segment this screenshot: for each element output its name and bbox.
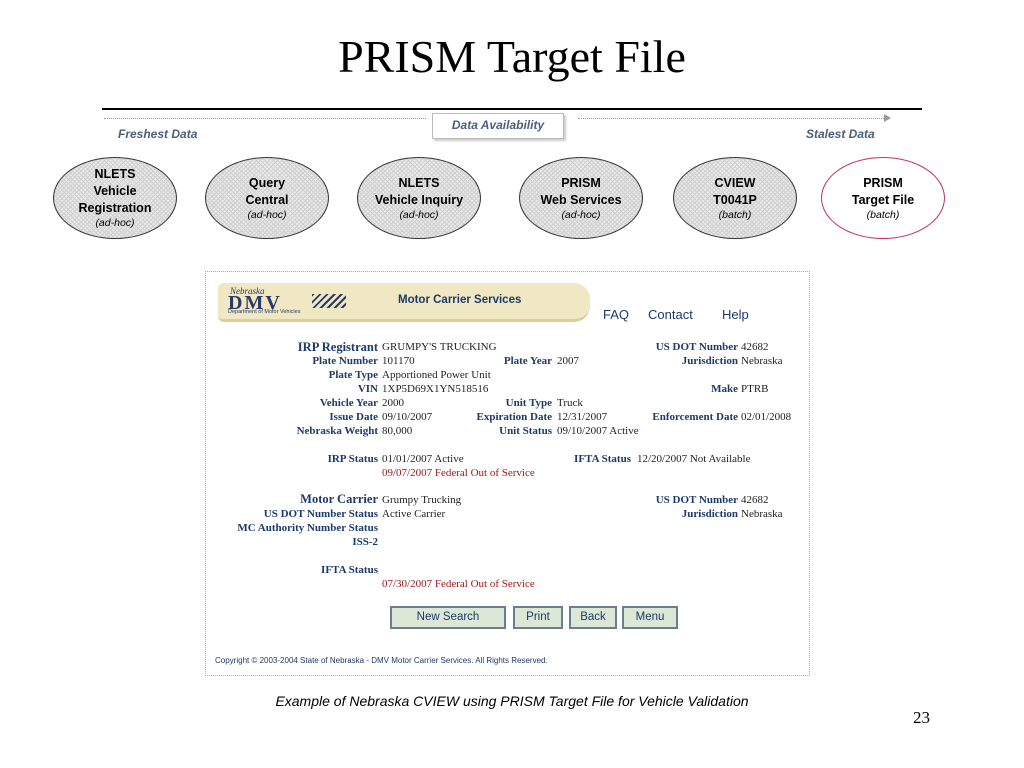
enforcement-date-label: Enforcement Date <box>652 411 738 423</box>
irp-status-alert: 09/07/2007 Federal Out of Service <box>382 467 535 479</box>
make-label: Make <box>711 383 738 395</box>
source-name: PRISM Web Services <box>540 175 622 207</box>
source-mode: (batch) <box>718 208 752 221</box>
make-value: PTRB <box>741 383 769 395</box>
source-name: CVIEW T0041P <box>713 175 757 207</box>
irp-status-label: IRP Status <box>327 453 378 465</box>
nebraska-weight-label: Nebraska Weight <box>296 425 378 437</box>
source-mode: (ad-hoc) <box>561 208 601 221</box>
iss2-label: ISS-2 <box>352 536 378 548</box>
ifta-status-label: IFTA Status <box>321 564 378 576</box>
irp-registrant-value: GRUMPY'S TRUCKING <box>382 341 497 353</box>
title-rule <box>102 108 922 110</box>
source-mode: (batch) <box>866 208 900 221</box>
data-availability-label: Data Availability <box>432 113 564 139</box>
new-search-button[interactable]: New Search <box>390 606 506 629</box>
mc-authority-number-status-label: MC Authority Number Status <box>237 522 378 534</box>
source-nlets-vehicle-registration: NLETS Vehicle Registration (ad-hoc) <box>53 157 177 239</box>
motor-carrier-value: Grumpy Trucking <box>382 494 462 506</box>
banner-title: Motor Carrier Services <box>398 294 522 306</box>
availability-line-right <box>578 118 886 119</box>
menu-button[interactable]: Menu <box>622 606 678 629</box>
dmv-logo-text: DMV <box>228 292 282 314</box>
us-dot-number-label: US DOT Number <box>655 341 738 353</box>
slide-title: PRISM Target File <box>338 31 686 82</box>
irp-registrant-label: IRP Registrant <box>297 340 378 354</box>
vehicle-year-label: Vehicle Year <box>319 397 378 409</box>
plate-type-label: Plate Type <box>328 369 378 381</box>
dmv-logo-dept: Department of Motor Vehicles <box>228 309 301 315</box>
unit-status-label: Unit Status <box>499 425 552 437</box>
unit-type-value: Truck <box>557 397 583 409</box>
irp-status-value: 01/01/2007 Active <box>382 453 464 465</box>
dmv-logo-stripes <box>312 294 346 308</box>
dmv-banner <box>218 283 590 322</box>
source-nlets-vehicle-inquiry: NLETS Vehicle Inquiry (ad-hoc) <box>357 157 481 239</box>
vin-value: 1XP5D69X1YN518516 <box>382 383 489 395</box>
expiration-date-label: Expiration Date <box>476 411 552 423</box>
freshest-data-label: Freshest Data <box>118 127 198 141</box>
source-query-central: Query Central (ad-hoc) <box>205 157 329 239</box>
motor-carrier-label: Motor Carrier <box>300 492 378 506</box>
plate-type-value: Apportioned Power Unit <box>382 369 491 381</box>
cview-screenshot-frame <box>205 271 810 676</box>
slide-caption: Example of Nebraska CVIEW using PRISM Ta… <box>275 693 749 709</box>
us-dot-number-status-label: US DOT Number Status <box>263 508 378 520</box>
plate-number-label: Plate Number <box>312 355 378 367</box>
issue-date-value: 09/10/2007 <box>382 411 433 423</box>
source-name: PRISM Target File <box>851 175 915 207</box>
expiration-date-value: 12/31/2007 <box>557 411 608 423</box>
us-dot-number-status-value: Active Carrier <box>382 508 446 520</box>
source-name: NLETS Vehicle Inquiry <box>374 175 464 207</box>
carrier-jurisdiction-label: Jurisdiction <box>681 508 738 520</box>
source-mode: (ad-hoc) <box>95 217 135 229</box>
copyright-text: Copyright © 2003-2004 State of Nebraska … <box>215 656 548 665</box>
print-button[interactable]: Print <box>513 606 563 629</box>
carrier-jurisdiction-value: Nebraska <box>741 508 783 520</box>
source-prism-web-services: PRISM Web Services (ad-hoc) <box>519 157 643 239</box>
availability-line-left <box>104 118 426 119</box>
plate-year-value: 2007 <box>557 355 579 367</box>
unit-status-value: 09/10/2007 Active <box>557 425 639 437</box>
plate-number-value: 101170 <box>382 355 415 367</box>
plate-year-label: Plate Year <box>503 355 552 367</box>
enforcement-date-value: 02/01/2008 <box>741 411 792 423</box>
back-button[interactable]: Back <box>569 606 617 629</box>
arrow-right-icon <box>884 114 891 122</box>
unit-type-label: Unit Type <box>505 397 552 409</box>
ifta-status-top-label: IFTA Status <box>574 453 631 465</box>
source-mode: (ad-hoc) <box>247 208 287 221</box>
vin-label: VIN <box>357 383 378 395</box>
dmv-logo: Nebraska DMV Department of Motor Vehicle… <box>226 286 348 316</box>
source-cview-t0041p: CVIEW T0041P (batch) <box>673 157 797 239</box>
ifta-status-alert: 07/30/2007 Federal Out of Service <box>382 578 535 590</box>
source-name: NLETS Vehicle Registration <box>78 167 152 215</box>
dmv-logo-state: Nebraska <box>230 286 265 296</box>
us-dot-number-value: 42682 <box>741 341 769 353</box>
help-link[interactable]: Help <box>722 307 749 322</box>
ifta-status-top-value: 12/20/2007 Not Available <box>637 453 751 465</box>
contact-link[interactable]: Contact <box>648 307 693 322</box>
faq-link[interactable]: FAQ <box>603 307 630 322</box>
jurisdiction-value: Nebraska <box>741 355 783 367</box>
stalest-data-label: Stalest Data <box>806 127 875 141</box>
nebraska-weight-value: 80,000 <box>382 425 413 437</box>
carrier-us-dot-number-label: US DOT Number <box>655 494 738 506</box>
carrier-us-dot-number-value: 42682 <box>741 494 769 506</box>
source-prism-target-file: PRISM Target File (batch) <box>821 157 945 239</box>
source-name: Query Central <box>245 175 289 207</box>
jurisdiction-label: Jurisdiction <box>681 355 738 367</box>
vehicle-year-value: 2000 <box>382 397 404 409</box>
issue-date-label: Issue Date <box>329 411 378 423</box>
page-number: 23 <box>913 708 930 727</box>
source-mode: (ad-hoc) <box>399 208 439 221</box>
